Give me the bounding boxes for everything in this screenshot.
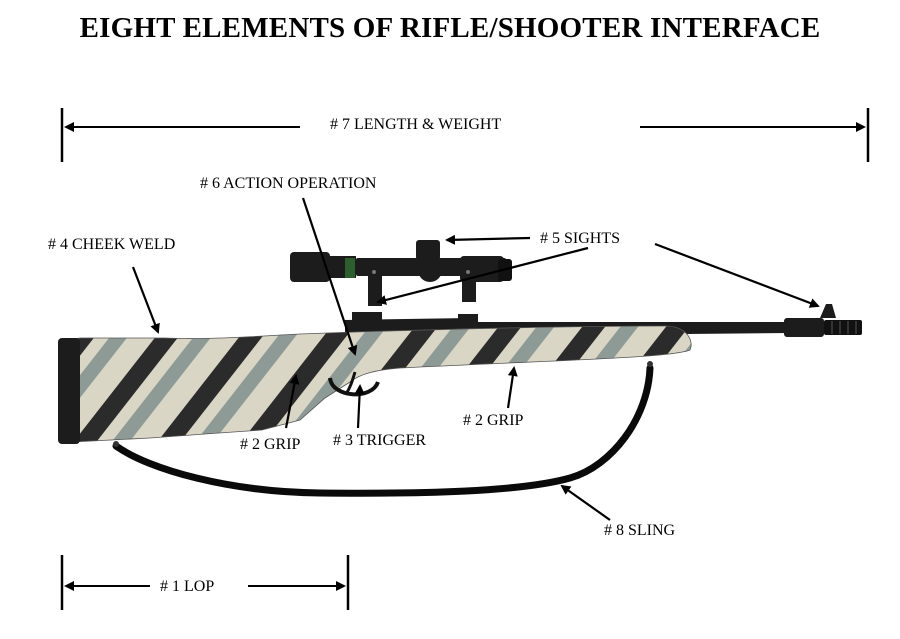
label-action-operation: # 6 ACTION OPERATION	[200, 175, 377, 192]
scope	[290, 240, 512, 306]
label-length-weight: # 7 LENGTH & WEIGHT	[330, 116, 502, 133]
label-grip-right: # 2 GRIP	[463, 412, 524, 429]
label-sights: # 5 SIGHTS	[540, 230, 621, 247]
trigger-guard	[328, 371, 380, 397]
label-grip-left: # 2 GRIP	[240, 436, 301, 453]
label-cheek-weld: # 4 CHEEK WELD	[48, 236, 176, 253]
stock	[58, 325, 692, 444]
label-trigger: # 3 TRIGGER	[333, 432, 427, 449]
sling	[112, 364, 654, 497]
lop-dimension	[60, 555, 350, 610]
page-title: EIGHT ELEMENTS OF RIFLE/SHOOTER INTERFAC…	[79, 12, 821, 44]
label-lop: # 1 LOP	[160, 578, 215, 595]
pointer-arrows	[131, 197, 820, 521]
length-dimension	[60, 108, 870, 162]
label-sling: # 8 SLING	[604, 522, 676, 539]
